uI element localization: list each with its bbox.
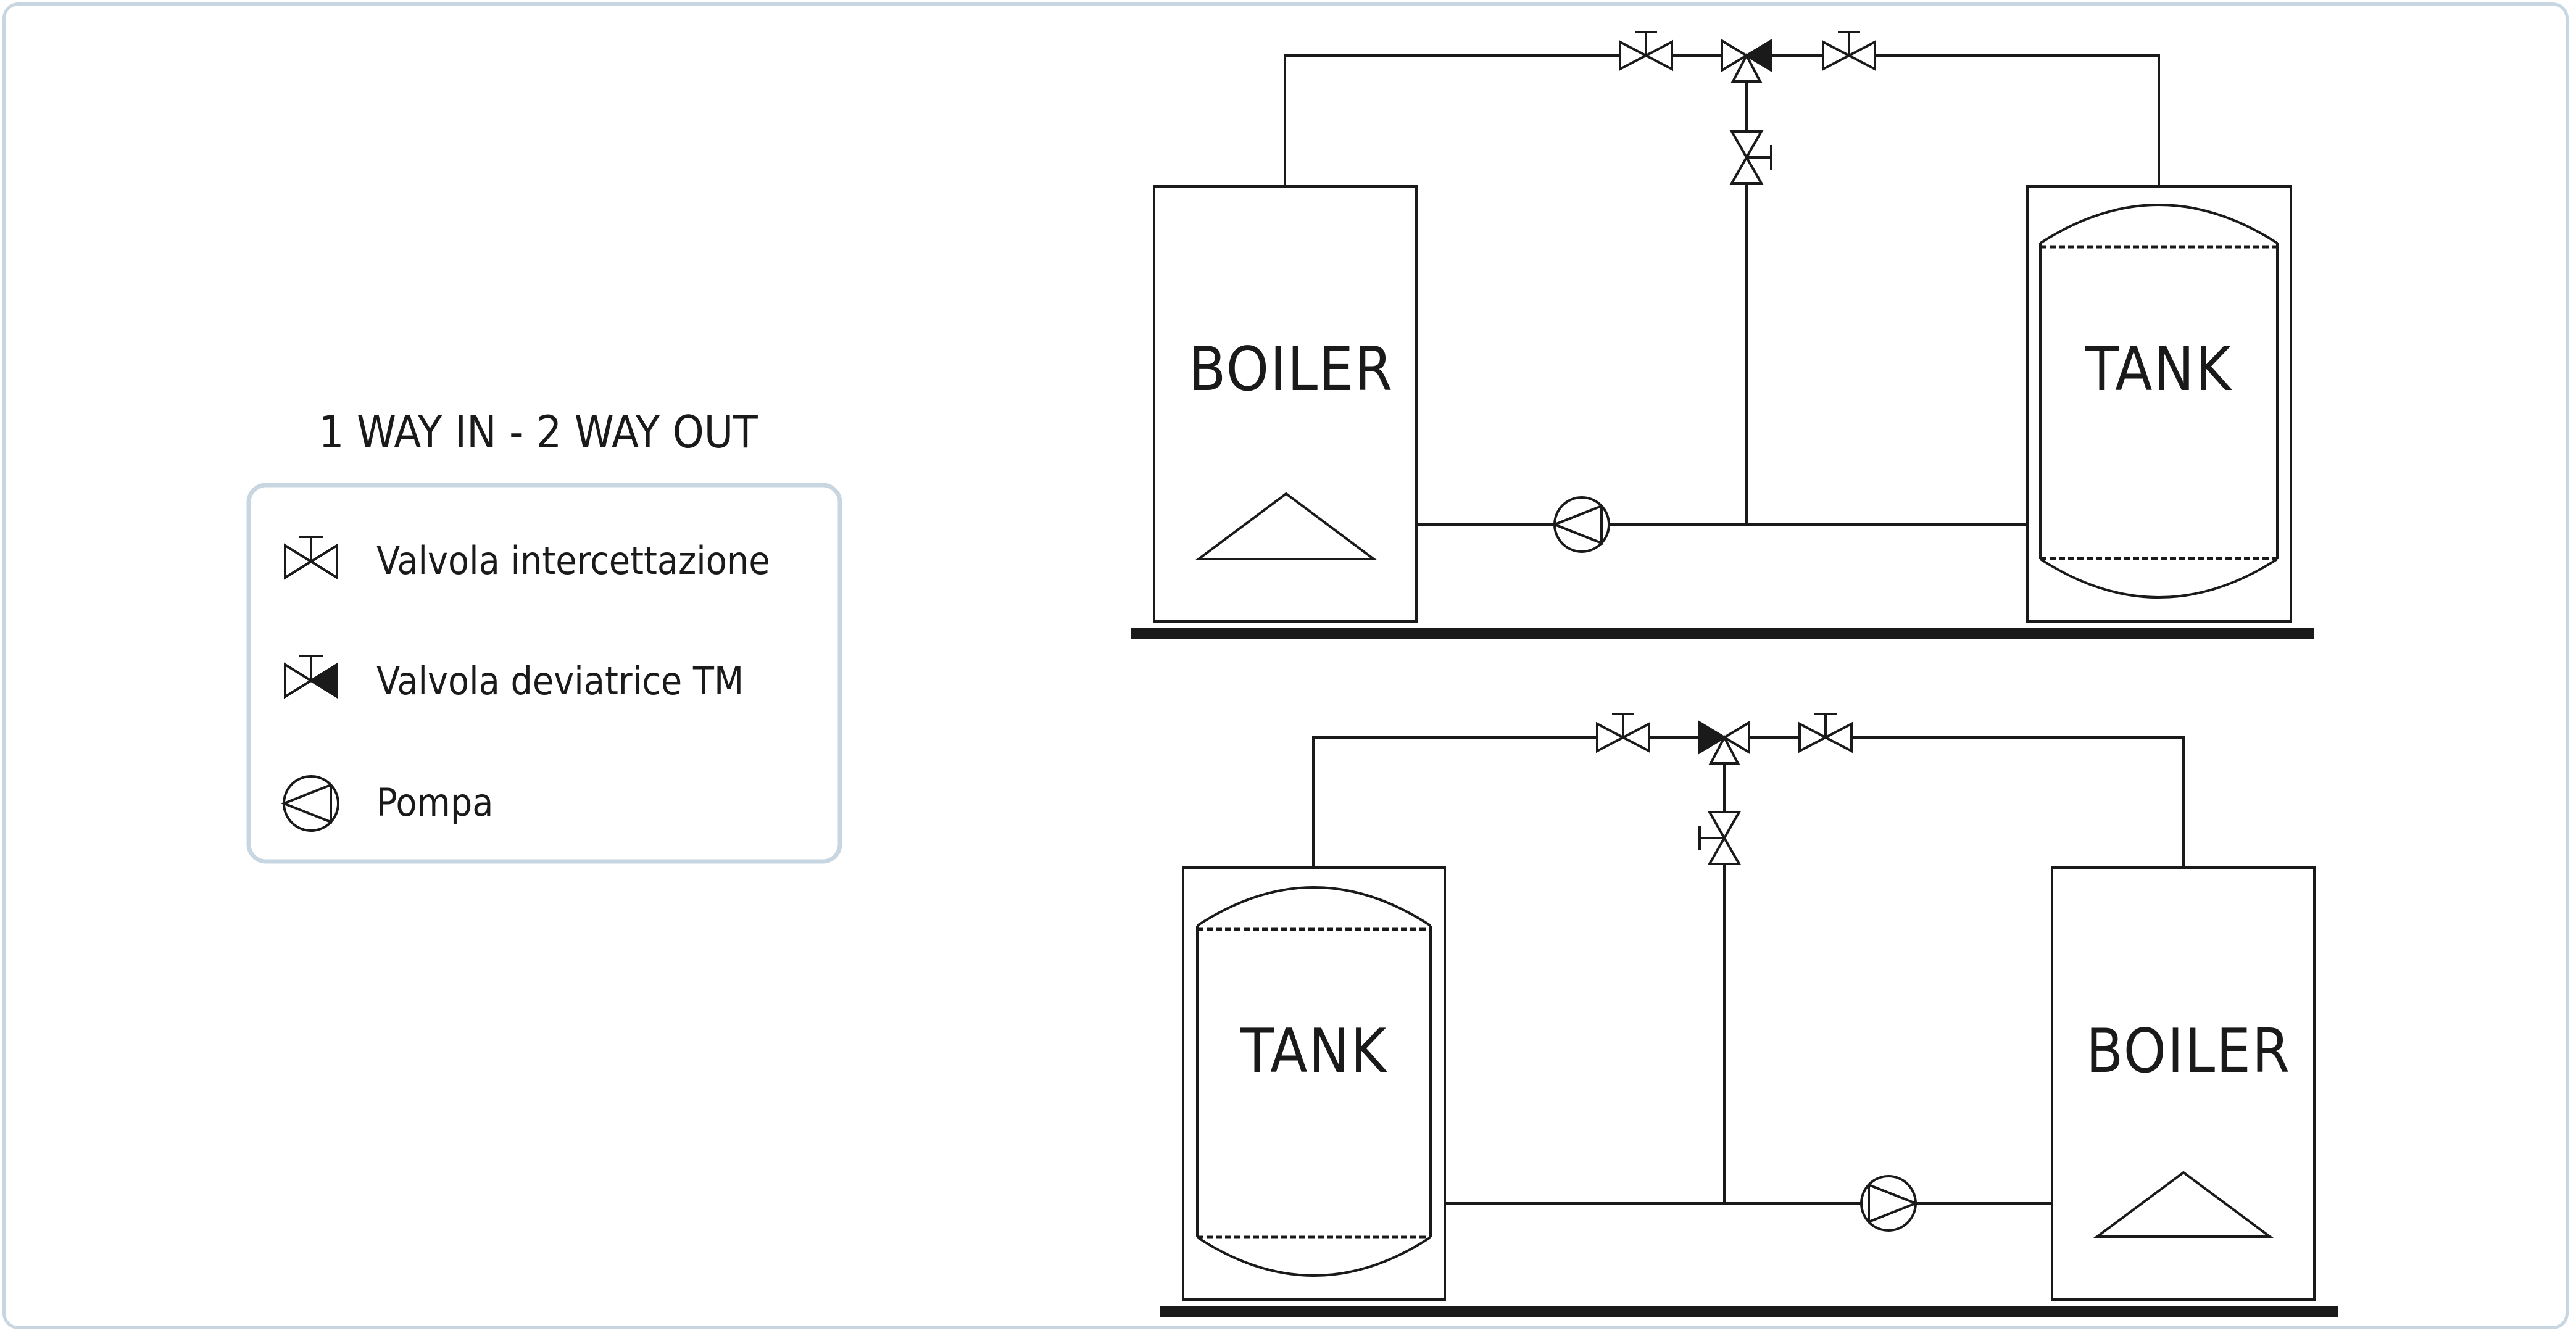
top-floor [1131,628,2314,639]
bottom-tank-label: TANK [1240,1016,1387,1087]
bottom-boiler-label: BOILER [2086,1016,2291,1087]
top-tank-label: TANK [2085,334,2232,405]
diagram-bottom: TANK BOILER [1160,713,2338,1317]
bottom-boiler-burner-icon [2093,1171,2274,1238]
bottom-tank [1182,866,1446,1301]
top-shutoff-valve-left-icon [1619,31,1673,70]
legend-pump-icon [280,775,339,832]
top-boiler-burner-icon [1194,492,1378,560]
legend-label-pump: Pompa [376,780,493,825]
top-shutoff-valve-right-icon [1822,31,1876,70]
bottom-bypass-shutoff-valve-icon [1698,811,1742,865]
bottom-shutoff-valve-right-icon [1798,713,1853,752]
top-tank [2026,185,2292,623]
top-pump-icon [1551,496,1610,553]
bottom-pump-icon [1860,1175,1919,1232]
legend-title: 1 WAY IN - 2 WAY OUT [318,406,758,458]
bottom-diverter-valve-icon [1698,720,1750,765]
top-tank-dome-top [2039,204,2279,244]
legend-diverter-valve-icon [284,655,338,699]
top-boiler-label: BOILER [1189,334,1394,405]
legend-shutoff-valve-icon [284,536,338,580]
bottom-supply-pipe [1312,736,2185,867]
diagram-top: BOILER TANK [1131,31,2314,639]
legend-label-shutoff-valve: Valvola intercettazione [376,538,770,583]
top-supply-pipe [1284,54,2160,185]
legend-box [246,483,842,864]
legend-label-diverter-valve: Valvola deviatrice TM [376,658,744,703]
bottom-floor [1160,1306,2338,1317]
top-diverter-valve-icon [1721,39,1772,83]
top-bypass-shutoff-valve-icon [1729,130,1772,185]
top-tank-dome-bottom [2039,558,2279,599]
bottom-shutoff-valve-left-icon [1596,713,1650,752]
